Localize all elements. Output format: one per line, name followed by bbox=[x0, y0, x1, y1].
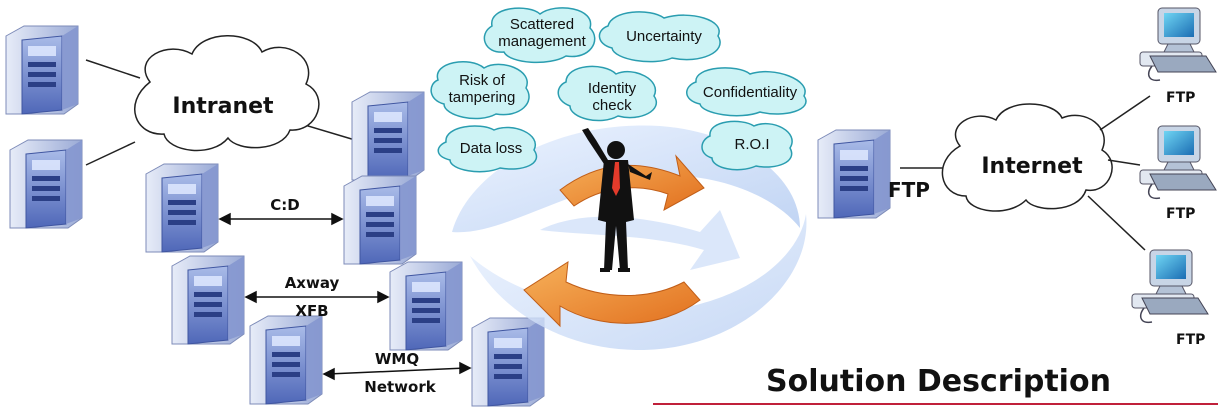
concern-bubble bbox=[437, 125, 538, 173]
concern-label: R.O.I bbox=[734, 136, 770, 153]
concern-label: Data loss bbox=[459, 140, 523, 157]
concern-bubble bbox=[557, 65, 657, 122]
network-label: Network bbox=[364, 378, 436, 396]
slide-title: Solution Description bbox=[766, 364, 1111, 399]
ftp-client-label: FTP bbox=[1166, 206, 1196, 222]
server-icon bbox=[5, 25, 79, 115]
ftp-server-label: FTP bbox=[888, 178, 930, 202]
intranet-cloud bbox=[134, 35, 320, 152]
concern-label: Uncertainty bbox=[626, 28, 702, 45]
server-icon bbox=[471, 317, 545, 407]
ftp-server-icon bbox=[817, 129, 891, 219]
server-icon bbox=[351, 91, 425, 181]
axway-arrow bbox=[244, 290, 390, 304]
concern-bubble bbox=[598, 11, 721, 63]
concern-bubble bbox=[483, 7, 596, 64]
server-icon bbox=[343, 175, 417, 265]
server-icon bbox=[249, 315, 323, 405]
wmq-arrow bbox=[322, 361, 472, 381]
wmq-label: WMQ bbox=[374, 350, 420, 368]
ftp-client-label: FTP bbox=[1166, 90, 1196, 106]
internet-cloud bbox=[941, 103, 1113, 212]
server-icon bbox=[171, 255, 245, 345]
ftp-client-label: FTP bbox=[1176, 332, 1206, 348]
workstation-icon bbox=[1139, 125, 1217, 200]
title-underline bbox=[653, 403, 1218, 405]
axway-label: Axway bbox=[284, 274, 340, 292]
server-icon bbox=[389, 261, 463, 351]
server-icon bbox=[145, 163, 219, 253]
workstation-icon bbox=[1131, 249, 1209, 324]
concern-bubble bbox=[701, 120, 793, 171]
xfb-label: XFB bbox=[295, 302, 329, 320]
concern-label: Confidentiality bbox=[702, 84, 798, 101]
concern-bubble bbox=[430, 61, 530, 120]
intranet-label: Intranet bbox=[172, 94, 274, 119]
businessman-figure bbox=[582, 128, 652, 272]
concern-bubble bbox=[686, 67, 807, 117]
server-icon bbox=[9, 139, 83, 229]
internet-label: Internet bbox=[981, 154, 1083, 179]
workstation-icon bbox=[1139, 7, 1217, 82]
concern-bubbles bbox=[430, 7, 807, 173]
cd-label: C:D bbox=[270, 196, 300, 214]
cd-arrow bbox=[218, 212, 344, 226]
internet-connectors bbox=[1087, 95, 1151, 251]
